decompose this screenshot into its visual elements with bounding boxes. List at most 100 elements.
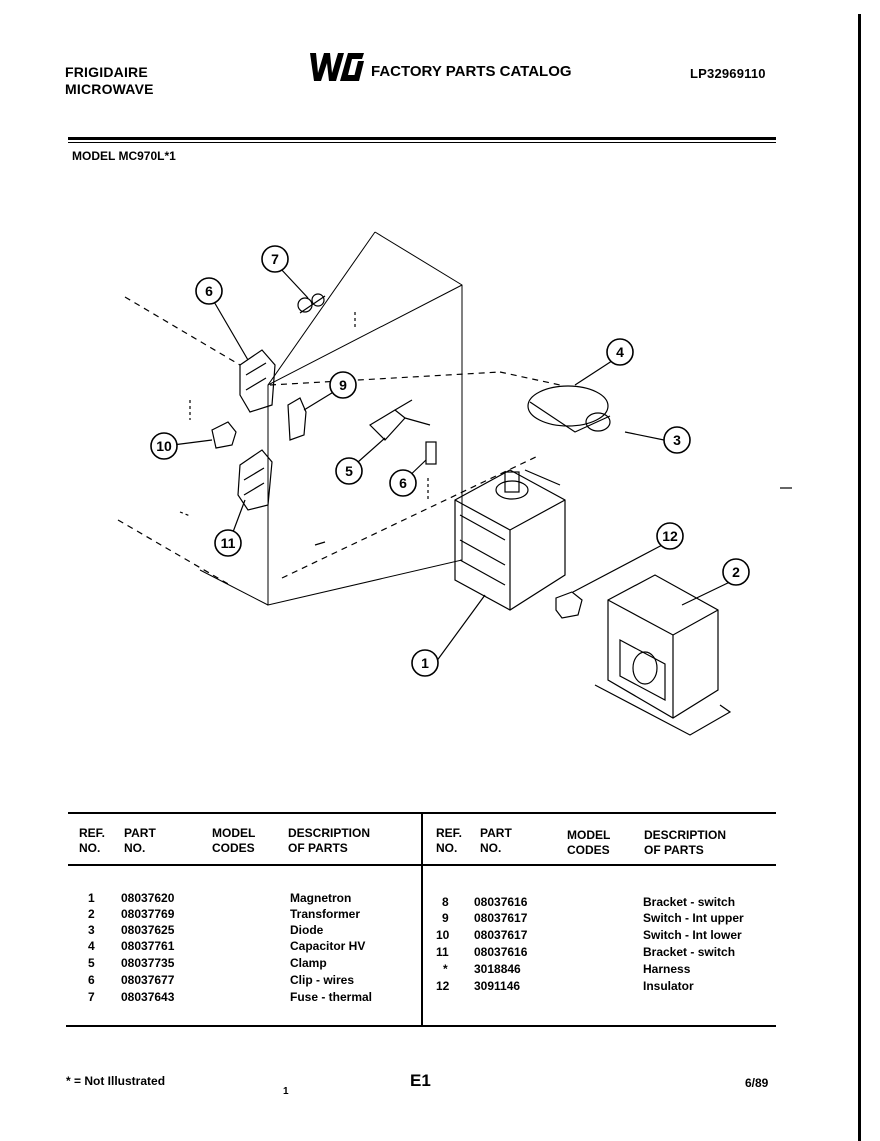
table-row-desc: Switch - Int upper [643, 911, 744, 925]
transformer-part [594, 574, 732, 736]
not-illustrated-note: * = Not Illustrated [66, 1074, 166, 1088]
callout-1 [411, 649, 439, 677]
header-rule-thin [68, 142, 776, 143]
table-row-ref: 10 [436, 928, 450, 942]
table-row-part: 08037625 [121, 923, 175, 937]
callout-2 [722, 558, 750, 586]
product-type: MICROWAVE [65, 81, 154, 97]
callout-10 [150, 432, 178, 460]
callout-4 [606, 338, 634, 366]
switch-bracket-upper [239, 349, 276, 413]
table-top-rule [68, 812, 776, 814]
magnetron-part [454, 469, 566, 611]
brand-name: FRIGIDAIRE [65, 64, 148, 80]
table-row-ref: 1 [88, 891, 95, 905]
table-row-desc: Switch - Int lower [643, 928, 742, 942]
table-row-part: 08037677 [121, 973, 175, 987]
model-label: MODEL MC970L*1 [72, 149, 176, 163]
table-row-part: 08037761 [121, 939, 175, 953]
table-divider [421, 814, 423, 1025]
switch-upper [287, 397, 307, 441]
table-row-ref: 8 [442, 895, 449, 909]
table-row-ref: * [443, 962, 448, 976]
callout-11 [214, 529, 242, 557]
table-row-part: 08037616 [474, 945, 528, 959]
catalog-date: 6/89 [745, 1076, 769, 1090]
table-row-ref: 3 [88, 923, 95, 937]
page-border [858, 14, 861, 1141]
table-row-part: 08037643 [121, 990, 175, 1004]
callout-6b [195, 277, 223, 305]
exploded-parts-diagram: 1 2 3 4 5 6 6 7 9 10 11 12 [117, 231, 792, 736]
table-row-part: 08037617 [474, 911, 528, 925]
table-row-ref: 4 [88, 939, 95, 953]
table-row-desc: Diode [290, 923, 324, 937]
header-ref: REF.NO. [79, 826, 106, 855]
table-row-ref: 11 [436, 945, 449, 959]
clamp-part [369, 409, 406, 441]
table-row-part: 08037769 [121, 907, 175, 921]
table-row-part: 3018846 [474, 962, 521, 976]
callout-label-6a: 6 [399, 475, 407, 491]
callout-12 [656, 522, 684, 550]
table-row-desc: Insulator [643, 979, 694, 993]
table-row-ref: 9 [442, 911, 449, 925]
table-row-desc: Fuse - thermal [290, 990, 373, 1004]
header-rule [68, 137, 776, 140]
callout-label-9: 9 [339, 377, 347, 393]
table-row-desc: Harness [643, 962, 691, 976]
callout-6a [389, 469, 417, 497]
catalog-title: FACTORY PARTS CATALOG [371, 63, 572, 80]
table-row-part: 08037617 [474, 928, 528, 942]
callout-label-2: 2 [732, 564, 740, 580]
table-row-ref: 5 [88, 956, 95, 970]
table-row-part: 08037735 [121, 956, 175, 970]
table-row-desc: Clip - wires [290, 973, 355, 987]
table-bottom-rule [66, 1025, 776, 1027]
callout-3 [663, 426, 691, 454]
callout-label-3: 3 [673, 432, 681, 448]
callout-label-5: 5 [345, 463, 353, 479]
table-row-part: 08037620 [121, 891, 175, 905]
header-ref-right: REF.NO. [436, 826, 463, 855]
table-row-desc: Capacitor HV [290, 939, 366, 953]
callout-label-4: 4 [616, 344, 624, 360]
callout-5 [335, 457, 363, 485]
table-row-desc: Magnetron [290, 891, 352, 905]
callout-9 [329, 371, 357, 399]
callout-label-1: 1 [421, 655, 429, 671]
callout-label-10: 10 [156, 438, 172, 454]
table-row-desc: Bracket - switch [643, 945, 736, 959]
callout-label-7: 7 [271, 251, 279, 267]
table-row-ref: 7 [88, 990, 95, 1004]
cabinet-outline [267, 231, 463, 606]
page-id: E1 [410, 1071, 431, 1090]
table-row-ref: 12 [436, 979, 450, 993]
callout-7 [261, 245, 289, 273]
table-row-desc: Bracket - switch [643, 895, 736, 909]
callout-label-11: 11 [221, 535, 236, 551]
table-row-desc: Transformer [290, 907, 361, 921]
callout-label-12: 12 [662, 528, 678, 544]
switch-lower [211, 421, 237, 449]
callout-label-6b: 6 [205, 283, 213, 299]
page-mark: 1 [283, 1086, 289, 1097]
table-row-ref: 6 [88, 973, 95, 987]
fuse-part [297, 293, 326, 314]
switch-bracket-lower [237, 449, 273, 511]
catalog-number: LP32969110 [690, 66, 766, 81]
wci-logo [310, 53, 364, 81]
table-row-part: 08037616 [474, 895, 528, 909]
insulator-part [555, 591, 583, 619]
table-row-ref: 2 [88, 907, 95, 921]
table-row-desc: Clamp [290, 956, 327, 970]
table-row-part: 3091146 [474, 979, 521, 993]
capacitor-part [527, 385, 611, 433]
clip-part [425, 441, 437, 465]
